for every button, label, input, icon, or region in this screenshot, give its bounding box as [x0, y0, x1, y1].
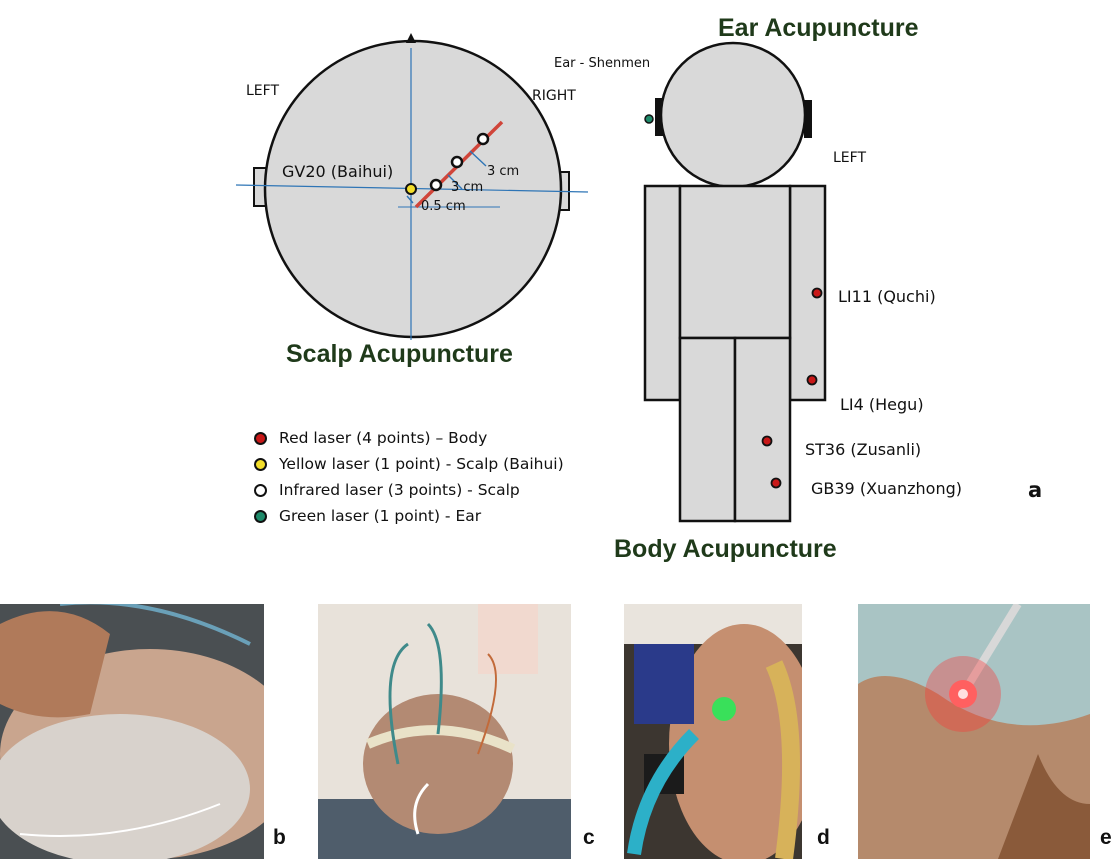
- red-laser-dot-icon: [254, 432, 267, 445]
- ear-title: Ear Acupuncture: [718, 14, 919, 42]
- gv20-label: GV20 (Baihui): [282, 162, 393, 181]
- infrared-point-3: [478, 134, 488, 144]
- laser-legend: Red laser (4 points) – Body Yellow laser…: [254, 425, 614, 529]
- photo-c-head-cap: [318, 604, 571, 859]
- legend-label-yellow: Yellow laser (1 point) - Scalp (Baihui): [279, 455, 564, 473]
- yellow-laser-dot-icon: [254, 458, 267, 471]
- scalp-diagram: LEFT RIGHT GV20 (Baihui) 3 cm 3 cm 0.5 c…: [236, 33, 588, 368]
- infrared-laser-dot-icon: [254, 484, 267, 497]
- scalp-title: Scalp Acupuncture: [286, 340, 513, 368]
- li4-label: LI4 (Hegu): [840, 395, 924, 414]
- li4-red-point: [808, 376, 817, 385]
- green-laser-dot-icon: [254, 510, 267, 523]
- scalp-left-label: LEFT: [246, 83, 279, 99]
- body-diagram: Ear Acupuncture Ear - Shenmen LEFT LI11 …: [554, 14, 1042, 563]
- body-left-leg: [680, 338, 735, 521]
- ear-shenmen-label: Ear - Shenmen: [554, 56, 650, 71]
- body-head-circle: [661, 43, 805, 187]
- li11-red-point: [813, 289, 822, 298]
- legend-item-infrared: Infrared laser (3 points) - Scalp: [254, 477, 614, 503]
- legend-item-green: Green laser (1 point) - Ear: [254, 503, 614, 529]
- body-left-arm: [645, 186, 680, 400]
- li11-label: LI11 (Quchi): [838, 287, 936, 306]
- body-torso: [680, 186, 790, 338]
- legend-item-yellow: Yellow laser (1 point) - Scalp (Baihui): [254, 451, 614, 477]
- gb39-label: GB39 (Xuanzhong): [811, 479, 962, 498]
- infrared-point-2: [452, 157, 462, 167]
- panel-e-letter: e: [1100, 826, 1112, 850]
- body-right-leg: [735, 338, 790, 521]
- scalp-right-label: RIGHT: [532, 88, 576, 104]
- body-title: Body Acupuncture: [614, 535, 837, 563]
- photo-b-scalp-needles: [0, 604, 264, 859]
- legend-item-red: Red laser (4 points) – Body: [254, 425, 614, 451]
- panel-c-letter: c: [583, 826, 595, 850]
- body-left-label: LEFT: [833, 150, 866, 166]
- distance-label-3: 0.5 cm: [421, 199, 466, 214]
- gv20-yellow-point: [406, 184, 416, 194]
- infrared-point-1: [431, 180, 441, 190]
- photo-d-ear-green-laser: [624, 604, 802, 859]
- panel-d-letter: d: [817, 826, 830, 850]
- distance-label-2: 3 cm: [451, 180, 483, 195]
- panel-b-letter: b: [273, 826, 286, 850]
- green-ear-point: [645, 115, 653, 123]
- panel-a-letter: a: [1028, 478, 1042, 502]
- st36-label: ST36 (Zusanli): [805, 440, 921, 459]
- legend-label-red: Red laser (4 points) – Body: [279, 429, 487, 447]
- photo-e-red-laser-arm: [858, 604, 1090, 859]
- scalp-nose: [406, 33, 416, 43]
- distance-label-1: 3 cm: [487, 164, 519, 179]
- legend-label-green: Green laser (1 point) - Ear: [279, 507, 481, 525]
- st36-red-point: [763, 437, 772, 446]
- legend-label-infrared: Infrared laser (3 points) - Scalp: [279, 481, 520, 499]
- gb39-red-point: [772, 479, 781, 488]
